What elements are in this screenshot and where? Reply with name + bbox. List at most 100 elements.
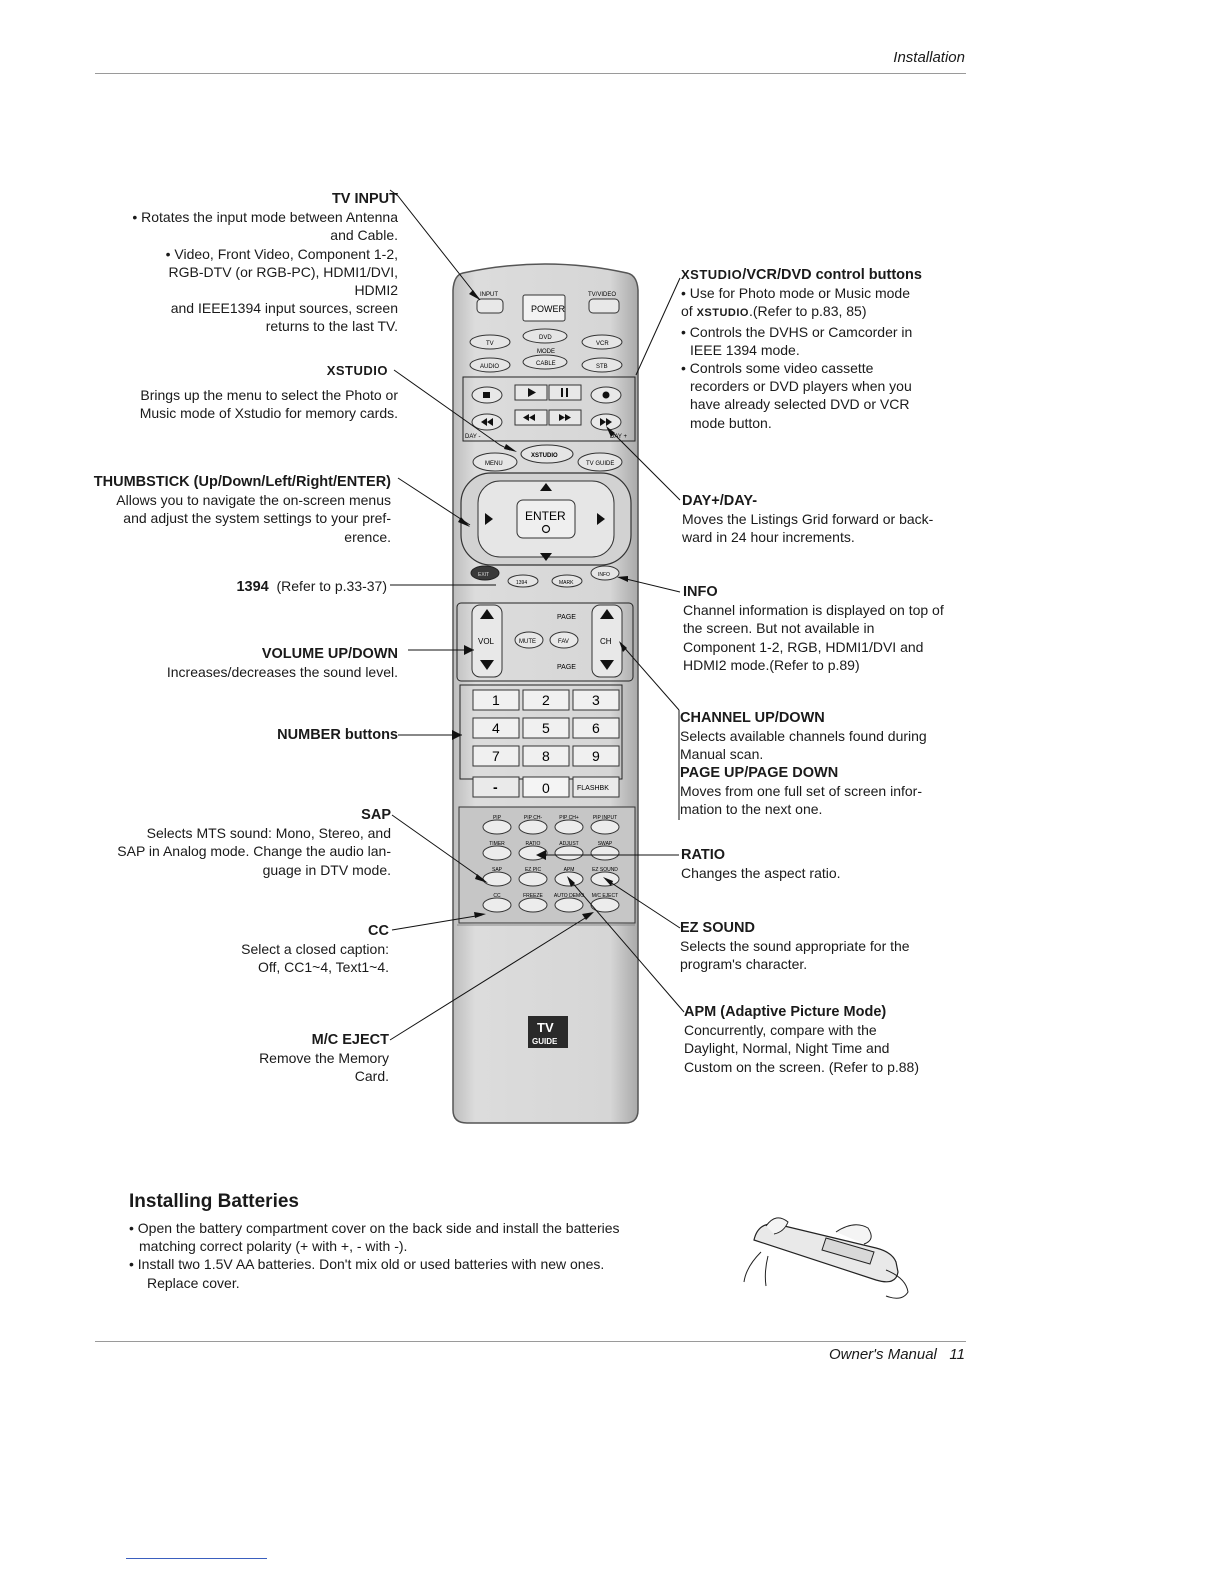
tv-input-line: and IEEE1394 input sources, screen bbox=[170, 300, 398, 317]
function-button-cc[interactable] bbox=[482, 897, 512, 913]
apm-line: Daylight, Normal, Night Time and bbox=[684, 1040, 890, 1057]
channel-rocker[interactable] bbox=[591, 604, 623, 678]
control-line: of bbox=[681, 303, 697, 320]
tv-input-line: RGB-DTV (or RGB-PC), HDMI1/DVI, bbox=[168, 263, 398, 280]
channel-down-icon bbox=[600, 660, 614, 670]
function-button-label: TIMER bbox=[489, 841, 505, 847]
info-line: HDMI2 mode.(Refer to p.89) bbox=[683, 656, 860, 673]
vol-ch-box bbox=[456, 602, 634, 682]
function-button-pip-ch-[interactable] bbox=[554, 819, 584, 835]
arrowhead bbox=[567, 876, 575, 887]
pause-icon bbox=[566, 388, 568, 397]
transport-box bbox=[462, 376, 636, 442]
hand-right-drawing bbox=[835, 1224, 872, 1245]
function-button-timer[interactable] bbox=[482, 845, 512, 861]
control-line: mode button. bbox=[690, 414, 772, 431]
flashbk-button[interactable] bbox=[572, 776, 620, 798]
batteries-line: • Open the battery compartment cover on … bbox=[129, 1220, 620, 1236]
ezsound-leader bbox=[606, 879, 681, 929]
control-leader bbox=[635, 277, 681, 376]
xstudio-logo-text: XSTUDIO bbox=[326, 363, 388, 378]
arrowhead bbox=[469, 290, 480, 300]
zero-label: 0 bbox=[542, 780, 550, 796]
day-leader bbox=[609, 429, 681, 501]
number-label: 4 bbox=[492, 720, 500, 736]
number-label: 7 bbox=[492, 748, 500, 764]
thumbstick-title: THUMBSTICK (Up/Down/Left/Right/ENTER) bbox=[93, 474, 391, 490]
dvd-mode-button[interactable] bbox=[522, 328, 568, 344]
bottom-link-rule bbox=[126, 1558, 267, 1559]
dvd-label: DVD bbox=[539, 335, 552, 341]
number-button-2[interactable] bbox=[522, 689, 570, 711]
input-button[interactable] bbox=[476, 298, 504, 314]
volume-text: Increases/decreases the sound level. bbox=[166, 664, 398, 681]
audio-mode-button[interactable] bbox=[469, 357, 511, 373]
ratio-callout: RATIO Changes the aspect ratio. bbox=[681, 846, 971, 882]
xstudio-desc: Brings up the menu to select the Photo o… bbox=[68, 386, 398, 422]
ezsound-line: Selects the sound appropriate for the bbox=[680, 938, 910, 955]
dash-button[interactable] bbox=[472, 776, 520, 798]
volume-rocker[interactable] bbox=[471, 604, 503, 678]
menu-button[interactable] bbox=[472, 452, 518, 472]
number-button-1[interactable] bbox=[472, 689, 520, 711]
cable-mode-button[interactable] bbox=[522, 354, 568, 370]
power-button[interactable] bbox=[522, 294, 566, 322]
info-button[interactable] bbox=[590, 565, 620, 581]
pause-button[interactable] bbox=[548, 384, 582, 401]
mc-eject-leader bbox=[389, 914, 591, 1041]
function-button-label: PIP bbox=[493, 815, 502, 821]
fav-button[interactable] bbox=[549, 631, 579, 649]
tv-guide-logo-text: TV bbox=[537, 1020, 554, 1035]
function-button-pip-input[interactable] bbox=[590, 819, 620, 835]
enter-button[interactable] bbox=[516, 499, 576, 539]
function-button-freeze[interactable] bbox=[518, 897, 548, 913]
function-button-ez-pic[interactable] bbox=[518, 871, 548, 887]
function-button-pip[interactable] bbox=[482, 819, 512, 835]
mode-label: MODE bbox=[537, 349, 555, 355]
day-title: DAY+/DAY- bbox=[682, 493, 758, 509]
function-button-adjust[interactable] bbox=[554, 845, 584, 861]
ch-label: CH bbox=[600, 637, 612, 646]
tv-input-line: • Rotates the input mode between Antenna bbox=[132, 209, 398, 226]
ieee1394-button[interactable] bbox=[507, 574, 539, 588]
day-minus-label: DAY - bbox=[465, 434, 480, 440]
function-button-label: RATIO bbox=[526, 841, 541, 847]
control-line: have already selected DVD or VCR bbox=[690, 396, 910, 413]
mark-button[interactable] bbox=[551, 574, 583, 588]
thumbstick-line: and adjust the system settings to your p… bbox=[123, 510, 391, 527]
input-label: INPUT bbox=[480, 292, 498, 298]
arrowhead bbox=[504, 444, 517, 452]
number-button-7[interactable] bbox=[472, 745, 520, 767]
function-button-label: EZ SOUND bbox=[592, 867, 618, 873]
function-button-swap[interactable] bbox=[590, 845, 620, 861]
number-button-9[interactable] bbox=[572, 745, 620, 767]
tv-mode-button[interactable] bbox=[469, 334, 511, 350]
vcr-mode-button[interactable] bbox=[581, 334, 623, 350]
tv-video-label: TV/VIDEO bbox=[588, 292, 616, 298]
tv-video-button[interactable] bbox=[588, 298, 620, 314]
number-title: NUMBER buttons bbox=[277, 727, 398, 743]
number-button-8[interactable] bbox=[522, 745, 570, 767]
info-leader bbox=[621, 577, 681, 593]
function-button-auto-demo[interactable] bbox=[554, 897, 584, 913]
mc-eject-line: Remove the Memory bbox=[259, 1050, 389, 1067]
xstudio-button[interactable] bbox=[520, 444, 574, 464]
ezsound-callout: EZ SOUND Selects the sound appropriate f… bbox=[680, 919, 970, 974]
mute-button[interactable] bbox=[514, 631, 544, 649]
number-button-4[interactable] bbox=[472, 717, 520, 739]
sap-line: Selects MTS sound: Mono, Stereo, and bbox=[146, 825, 391, 842]
number-button-5[interactable] bbox=[522, 717, 570, 739]
tv-guide-label: TV GUIDE bbox=[586, 461, 614, 467]
exit-button[interactable] bbox=[470, 565, 500, 581]
stb-mode-button[interactable] bbox=[581, 357, 623, 373]
page-down-label: PAGE bbox=[557, 664, 576, 671]
number-button-3[interactable] bbox=[572, 689, 620, 711]
tv-guide-button[interactable] bbox=[577, 452, 623, 472]
arrowhead bbox=[464, 645, 474, 655]
down-arrow-icon bbox=[540, 553, 552, 561]
page-number: 11 bbox=[949, 1346, 965, 1363]
number-button-6[interactable] bbox=[572, 717, 620, 739]
function-button-pip-ch-[interactable] bbox=[518, 819, 548, 835]
zero-button[interactable] bbox=[522, 776, 570, 798]
menu-label: MENU bbox=[485, 461, 503, 467]
